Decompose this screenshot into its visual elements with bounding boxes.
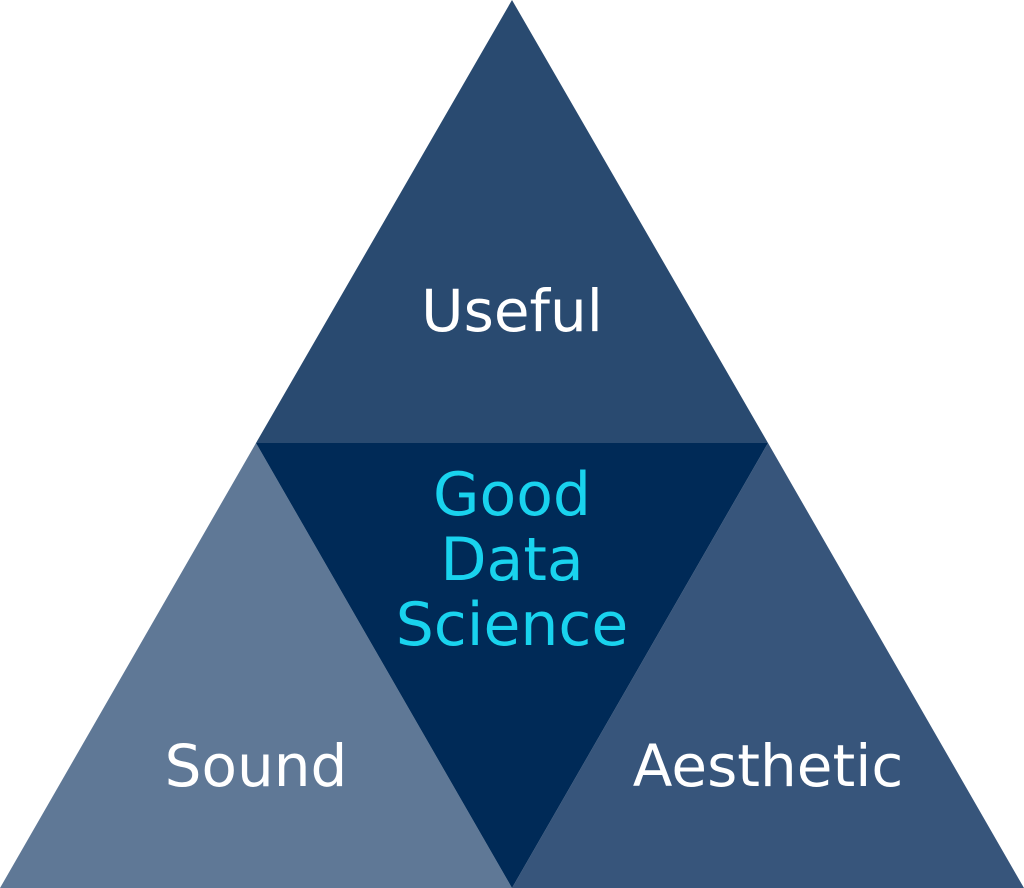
center-label-line-1: Good	[433, 460, 591, 530]
top-label-useful: Useful	[421, 277, 603, 345]
left-triangle	[0, 443, 512, 888]
top-triangle	[256, 0, 768, 443]
center-label-line-2: Data	[440, 525, 583, 595]
left-label-sound: Sound	[165, 732, 348, 800]
center-label-line-3: Science	[396, 590, 629, 660]
right-label-aesthetic: Aesthetic	[633, 732, 904, 800]
right-triangle	[512, 443, 1024, 888]
center-inverted-triangle	[256, 443, 768, 888]
